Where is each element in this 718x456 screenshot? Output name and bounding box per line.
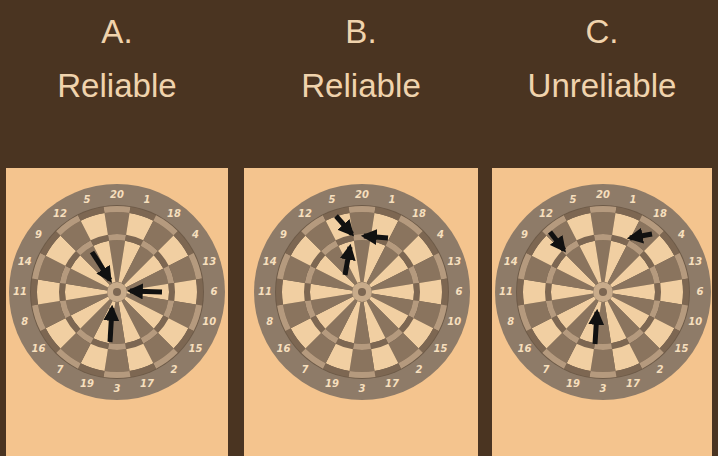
dart-number: 19 bbox=[566, 378, 580, 390]
dart-number: 10 bbox=[688, 316, 702, 328]
panel-letter: A. bbox=[6, 12, 228, 52]
dartboard bbox=[9, 184, 225, 400]
dart-arrow bbox=[345, 247, 350, 275]
dart-number: 20 bbox=[110, 189, 124, 201]
dart-number: 6 bbox=[697, 286, 704, 298]
dart-number: 8 bbox=[507, 316, 514, 328]
dart-number: 11 bbox=[13, 286, 27, 298]
dart-number: 3 bbox=[600, 383, 607, 395]
dartboard bbox=[254, 184, 470, 400]
dart-number: 1 bbox=[629, 194, 636, 206]
panel bbox=[492, 168, 712, 456]
dart-number: 10 bbox=[202, 316, 216, 328]
dart-number: 2 bbox=[171, 364, 178, 376]
dart-number: 8 bbox=[21, 316, 28, 328]
dart-number: 13 bbox=[447, 256, 461, 268]
dart-number: 9 bbox=[521, 229, 528, 241]
dart-number: 16 bbox=[32, 343, 46, 355]
dart-number: 19 bbox=[80, 378, 94, 390]
dart-number: 12 bbox=[53, 208, 67, 220]
dart-number: 14 bbox=[504, 256, 518, 268]
dart-arrow bbox=[92, 252, 110, 280]
dart-number: 3 bbox=[114, 383, 121, 395]
dart-number: 17 bbox=[626, 378, 640, 390]
dart-number: 20 bbox=[596, 189, 610, 201]
panel bbox=[244, 168, 478, 456]
dart-number: 16 bbox=[518, 343, 532, 355]
dart-number: 17 bbox=[140, 378, 154, 390]
dart-number: 15 bbox=[434, 343, 448, 355]
dart-number: 20 bbox=[355, 189, 369, 201]
dart-number: 1 bbox=[388, 194, 395, 206]
dart-number: 7 bbox=[302, 364, 309, 376]
dart-arrow bbox=[364, 236, 388, 238]
dart-arrow bbox=[110, 308, 112, 342]
panel-heading: Reliable bbox=[244, 66, 478, 106]
dart-number: 4 bbox=[192, 229, 199, 241]
panel-letter: C. bbox=[492, 12, 712, 52]
dart-number: 19 bbox=[325, 378, 339, 390]
dart-number: 14 bbox=[18, 256, 32, 268]
dart-arrow bbox=[550, 232, 564, 250]
dart-number: 8 bbox=[266, 316, 273, 328]
dart-arrow bbox=[630, 234, 652, 238]
dart-number: 12 bbox=[539, 208, 553, 220]
panel-letter: B. bbox=[244, 12, 478, 52]
dart-number: 9 bbox=[280, 229, 287, 241]
dart-number: 5 bbox=[329, 194, 336, 206]
dart-number: 7 bbox=[57, 364, 64, 376]
dart-number: 18 bbox=[412, 208, 426, 220]
dart-number: 11 bbox=[499, 286, 513, 298]
dart-number: 18 bbox=[167, 208, 181, 220]
dart-number: 18 bbox=[653, 208, 667, 220]
dart-number: 4 bbox=[678, 229, 685, 241]
dart-number: 13 bbox=[688, 256, 702, 268]
dart-number: 15 bbox=[189, 343, 203, 355]
dart-number: 1 bbox=[143, 194, 150, 206]
dart-number: 6 bbox=[456, 286, 463, 298]
dart-number: 11 bbox=[258, 286, 272, 298]
dart-arrow bbox=[130, 291, 162, 292]
dart-number: 4 bbox=[437, 229, 444, 241]
dart-arrows bbox=[92, 216, 652, 344]
dart-number: 14 bbox=[263, 256, 277, 268]
panel bbox=[6, 168, 228, 456]
dart-number: 5 bbox=[84, 194, 91, 206]
dart-arrow bbox=[595, 312, 597, 344]
panel-heading: Unreliable bbox=[492, 66, 712, 106]
dart-number: 12 bbox=[298, 208, 312, 220]
dart-number: 2 bbox=[416, 364, 423, 376]
dart-number: 10 bbox=[447, 316, 461, 328]
dart-number: 5 bbox=[570, 194, 577, 206]
dart-number: 17 bbox=[385, 378, 399, 390]
dart-number: 13 bbox=[202, 256, 216, 268]
dart-number: 16 bbox=[277, 343, 291, 355]
dart-arrow bbox=[336, 216, 352, 234]
dart-number: 9 bbox=[35, 229, 42, 241]
dart-number: 15 bbox=[675, 343, 689, 355]
panel-heading: Reliable bbox=[6, 66, 228, 106]
dart-number: 6 bbox=[211, 286, 218, 298]
dart-number: 7 bbox=[543, 364, 550, 376]
dart-number: 3 bbox=[359, 383, 366, 395]
dart-number: 2 bbox=[657, 364, 664, 376]
dartboard bbox=[495, 184, 711, 400]
